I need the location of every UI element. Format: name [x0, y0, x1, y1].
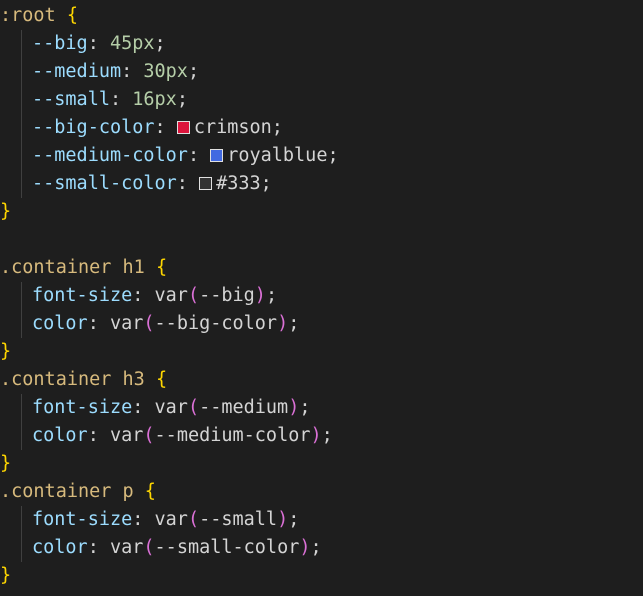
code-line-h1-open: .container h1 {: [0, 254, 167, 282]
property-name: --big: [32, 33, 88, 54]
code-line-p-open: .container p {: [0, 478, 156, 506]
function-name: var: [109, 537, 144, 558]
indent-guide: [0, 142, 22, 170]
code-line-medium-color: --medium-color: royalblue;: [0, 142, 339, 170]
property-name: color: [32, 313, 88, 334]
color-swatch-icon[interactable]: [210, 149, 224, 162]
indent-guide: [0, 394, 22, 422]
code-line-medium: --medium: 30px;: [0, 58, 199, 86]
unit: px: [154, 89, 177, 110]
property-name: font-size: [32, 285, 133, 306]
function-argument: --small-color: [154, 537, 300, 558]
indent-guide: [0, 30, 22, 58]
close-brace: }: [0, 201, 12, 222]
property-name: color: [32, 425, 88, 446]
unit: px: [165, 61, 188, 82]
code-line-h1-font-size: font-size: var(--big);: [0, 282, 277, 310]
function-name: var: [154, 285, 188, 306]
number-value: 16: [132, 89, 155, 110]
close-brace: }: [0, 565, 12, 586]
property-name: font-size: [32, 397, 133, 418]
indent-guide: [0, 506, 22, 534]
indent-guide: [0, 58, 22, 86]
indent-guide: [0, 310, 22, 338]
color-swatch-icon[interactable]: [176, 121, 190, 134]
selector-root: :root: [0, 5, 56, 26]
function-name: var: [109, 313, 144, 334]
property-name: --medium: [32, 61, 122, 82]
property-name: --medium-color: [32, 145, 188, 166]
code-line-big-color: --big-color: crimson;: [0, 114, 283, 142]
code-line-h1-color: color: var(--big-color);: [0, 310, 299, 338]
code-line-p-color: color: var(--small-color);: [0, 534, 322, 562]
code-line-small: --small: 16px;: [0, 86, 188, 114]
code-line-h1-close: }: [0, 338, 11, 366]
selector-h3: .container h3: [0, 369, 145, 390]
open-brace: {: [155, 257, 168, 278]
function-argument: --medium-color: [154, 425, 311, 446]
property-name: font-size: [32, 509, 133, 530]
indent-guide: [0, 170, 22, 198]
number-value: 45: [109, 33, 133, 54]
indent-guide: [0, 422, 22, 450]
code-line-h3-color: color: var(--medium-color);: [0, 422, 333, 450]
open-brace: {: [66, 5, 78, 26]
property-name: color: [32, 537, 88, 558]
code-line-big: --big: 45px;: [0, 30, 166, 58]
selector-h1: .container h1: [0, 257, 145, 278]
code-line-p-close: }: [0, 562, 11, 590]
code-line-h3-close: }: [0, 450, 11, 478]
code-line-h3-font-size: font-size: var(--medium);: [0, 394, 310, 422]
function-argument: --big-color: [154, 313, 278, 334]
function-argument: --big: [199, 285, 255, 306]
color-value: #333: [216, 173, 261, 194]
indent-guide: [0, 114, 22, 142]
color-swatch-icon[interactable]: [199, 177, 213, 190]
close-brace: }: [0, 453, 12, 474]
number-value: 30: [143, 61, 166, 82]
open-brace: {: [155, 369, 168, 390]
code-line-root-close: }: [0, 198, 11, 226]
indent-guide: [0, 534, 22, 562]
unit: px: [132, 33, 155, 54]
close-brace: }: [0, 341, 12, 362]
function-name: var: [154, 397, 188, 418]
property-name: --small: [32, 89, 110, 110]
property-name: --big-color: [32, 117, 155, 138]
indent-guide: [0, 282, 22, 310]
function-argument: --medium: [199, 397, 289, 418]
code-line-h3-open: .container h3 {: [0, 366, 167, 394]
code-line-small-color: --small-color: #333;: [0, 170, 272, 198]
code-line-p-font-size: font-size: var(--small);: [0, 506, 299, 534]
indent-guide: [0, 86, 22, 114]
code-line-root-open: :root {: [0, 2, 78, 30]
open-brace: {: [144, 481, 156, 502]
color-value: royalblue: [227, 145, 328, 166]
property-name: --small-color: [32, 173, 177, 194]
color-value: crimson: [193, 117, 272, 138]
function-name: var: [109, 425, 144, 446]
function-name: var: [154, 509, 188, 530]
function-argument: --small: [199, 509, 278, 530]
selector-p: .container p: [0, 481, 134, 502]
